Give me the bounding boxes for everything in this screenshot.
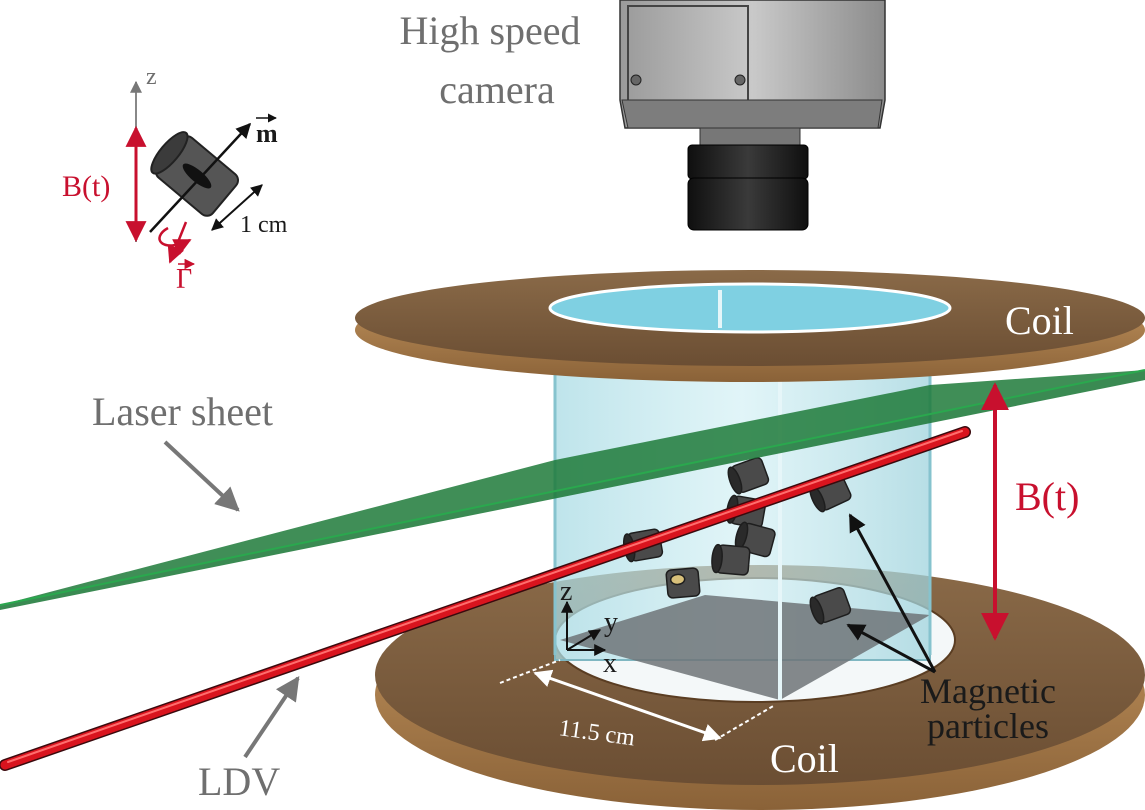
dimension-marker xyxy=(499,659,776,742)
top-coil xyxy=(355,270,1145,382)
inset-axis-z-label: z xyxy=(146,64,157,90)
field-label: B(t) xyxy=(1015,474,1079,519)
inset-size-label: 1 cm xyxy=(240,212,288,238)
ldv-label: LDV xyxy=(198,759,280,804)
particles-pointer-2 xyxy=(846,623,936,674)
particles-pointer-1 xyxy=(848,513,937,673)
ldv-pointer xyxy=(243,676,300,759)
axis-z-label: z xyxy=(560,576,572,607)
cylinder-magnet-icon xyxy=(711,543,751,576)
inset-magnet-diagram: z B(t) m Γ 1 cm xyxy=(62,64,288,295)
coil-bottom-label: Coil xyxy=(770,736,839,781)
axis-y-label: y xyxy=(604,607,618,638)
ldv-beam xyxy=(0,426,971,771)
laser-sheet-label: Laser sheet xyxy=(92,389,273,434)
particles-label-line1: Magnetic xyxy=(920,671,1056,711)
inset-field-label: B(t) xyxy=(62,170,110,203)
laser-sheet-edge xyxy=(0,369,1145,606)
axis-x-label: x xyxy=(603,648,617,679)
tank-axes xyxy=(561,600,607,656)
cylinder-magnet-icon xyxy=(665,567,701,599)
cylinder-magnet-icon xyxy=(809,587,852,625)
camera-icon xyxy=(619,0,886,231)
camera-label-line1: High speed xyxy=(399,8,580,53)
inset-moment-label: m xyxy=(256,119,278,148)
magnetic-particles xyxy=(623,457,852,625)
cylinder-magnet-icon xyxy=(727,457,770,495)
laser-sheet-pointer xyxy=(163,440,240,512)
inset-torque-label: Γ xyxy=(176,264,192,295)
coil-top-label: Coil xyxy=(1005,298,1074,343)
cylinder-magnet-icon xyxy=(150,131,240,217)
camera-label-line2: camera xyxy=(439,67,555,112)
particles-label-line2: particles xyxy=(927,706,1049,746)
laser-sheet xyxy=(0,370,1145,610)
